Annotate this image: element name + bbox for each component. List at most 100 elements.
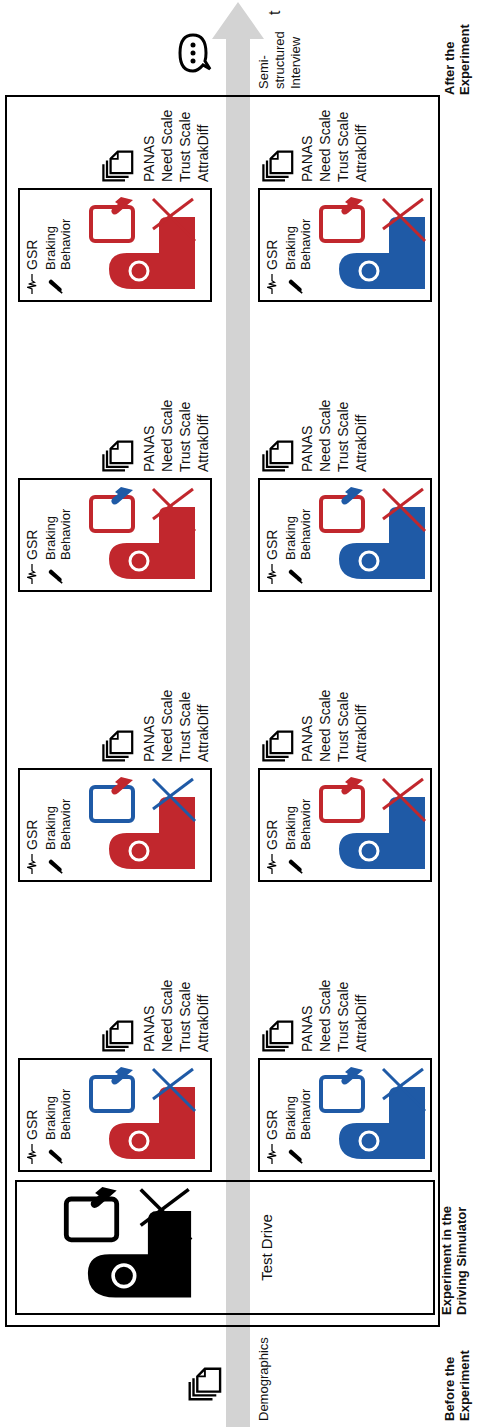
annotation-label: Trust Scale	[334, 980, 352, 1052]
annotation-label: Demographics	[256, 1329, 272, 1421]
gsr-icon	[268, 1144, 276, 1164]
document-icon	[263, 152, 292, 181]
gsr-icon	[268, 854, 276, 874]
annotation-label: AttrakDiff	[352, 400, 370, 472]
annotation-label: PANAS	[298, 980, 316, 1052]
annotation-label: PANAS	[140, 400, 158, 472]
measure-label: Braking Behavior	[43, 778, 73, 850]
measure-label: GSR	[264, 240, 281, 270]
condition-box: GSRBraking Behavior	[18, 478, 212, 592]
label-group: PANASNeed ScaleTrust ScaleAttrakDiff	[298, 690, 370, 762]
gsr-icon	[28, 1144, 36, 1164]
annotation-label: AttrakDiff	[194, 690, 212, 762]
gsr-icon	[28, 274, 36, 294]
annotation-label: AttrakDiff	[352, 110, 370, 182]
label-group: PANASNeed ScaleTrust ScaleAttrakDiff	[140, 400, 212, 472]
label-group: PANASNeed ScaleTrust ScaleAttrakDiff	[140, 110, 212, 182]
document-icon	[103, 442, 132, 471]
annotation-label: PANAS	[140, 110, 158, 182]
label-group: PANASNeed ScaleTrust ScaleAttrakDiff	[298, 110, 370, 182]
label-group: PANASNeed ScaleTrust ScaleAttrakDiff	[298, 400, 370, 472]
condition-box: GSRBraking Behavior	[258, 768, 432, 882]
car-icon	[321, 1067, 425, 1159]
label-group: Semi- structured Interview	[256, 17, 304, 89]
pedal-icon	[289, 1150, 303, 1164]
annotation-label: PANAS	[140, 980, 158, 1052]
annotation-label: PANAS	[298, 400, 316, 472]
car-icon	[321, 777, 425, 869]
annotation-label: Need Scale	[316, 980, 334, 1052]
document-icon	[103, 732, 132, 761]
gsr-icon	[268, 564, 276, 584]
label-group: Before the Experiment	[442, 1329, 472, 1421]
pedal-icon	[49, 1150, 63, 1164]
document-icon	[263, 1022, 292, 1051]
label-group: t	[266, 11, 284, 15]
pedal-icon	[49, 570, 63, 584]
phase-label: After the Experiment	[442, 3, 472, 95]
annotation-label: Semi- structured Interview	[256, 17, 304, 89]
annotation-label: Trust Scale	[334, 110, 352, 182]
car-icon	[321, 197, 425, 289]
measure-label: GSR	[264, 820, 281, 850]
document-icon	[190, 1369, 220, 1399]
measure-label: Braking Behavior	[43, 1068, 73, 1140]
label-group: After the Experiment	[442, 3, 472, 95]
document-icon	[103, 152, 132, 181]
annotation-label: AttrakDiff	[352, 980, 370, 1052]
condition-box: GSRBraking Behavior	[258, 1058, 432, 1172]
phase-label: Before the Experiment	[442, 1329, 472, 1421]
label-group: PANASNeed ScaleTrust ScaleAttrakDiff	[140, 690, 212, 762]
annotation-label: Need Scale	[158, 690, 176, 762]
experiment-frame: Experiment in the Driving SimulatorTest …	[5, 95, 440, 1327]
annotation-label: Trust Scale	[176, 110, 194, 182]
measure-label: Braking Behavior	[43, 198, 73, 270]
gsr-icon	[28, 854, 36, 874]
annotation-label: Need Scale	[158, 980, 176, 1052]
measure-label: Braking Behavior	[283, 1068, 313, 1140]
car-icon	[91, 487, 195, 579]
annotation-label: Need Scale	[316, 690, 334, 762]
car-icon	[321, 487, 425, 579]
phase-label: Experiment in the Driving Simulator	[439, 1165, 469, 1315]
annotation-label: Trust Scale	[334, 400, 352, 472]
document-icon	[263, 442, 292, 471]
pedal-icon	[49, 860, 63, 874]
gsr-icon	[28, 564, 36, 584]
measure-label: GSR	[264, 1110, 281, 1140]
test-drive-box: Test Drive	[15, 1180, 435, 1315]
annotation-label: AttrakDiff	[352, 690, 370, 762]
annotation-label: t	[266, 11, 284, 15]
condition-box: GSRBraking Behavior	[258, 188, 432, 302]
document-icon	[263, 732, 292, 761]
annotation-label: AttrakDiff	[194, 400, 212, 472]
car-icon	[91, 197, 195, 289]
document-icon	[103, 1022, 132, 1051]
annotation-label: PANAS	[298, 110, 316, 182]
measure-label: GSR	[24, 530, 41, 560]
measure-label: Braking Behavior	[283, 198, 313, 270]
condition-box: GSRBraking Behavior	[18, 188, 212, 302]
condition-box: GSRBraking Behavior	[18, 768, 212, 882]
box-label: Test Drive	[258, 1214, 276, 1281]
annotation-label: Trust Scale	[334, 690, 352, 762]
measure-label: Braking Behavior	[283, 488, 313, 560]
condition-box: GSRBraking Behavior	[18, 1058, 212, 1172]
measure-label: Braking Behavior	[283, 778, 313, 850]
annotation-label: Need Scale	[158, 400, 176, 472]
annotation-label: AttrakDiff	[194, 110, 212, 182]
annotation-label: Trust Scale	[176, 400, 194, 472]
car-icon	[91, 777, 195, 869]
car-icon	[91, 1067, 195, 1159]
label-group: PANASNeed ScaleTrust ScaleAttrakDiff	[140, 980, 212, 1052]
annotation-label: AttrakDiff	[194, 980, 212, 1052]
timeline-arrow	[212, 2, 264, 1427]
annotation-label: Need Scale	[316, 110, 334, 182]
annotation-label: Trust Scale	[176, 690, 194, 762]
pedal-icon	[289, 570, 303, 584]
measure-label: GSR	[24, 820, 41, 850]
gsr-icon	[268, 274, 276, 294]
measure-label: GSR	[24, 240, 41, 270]
